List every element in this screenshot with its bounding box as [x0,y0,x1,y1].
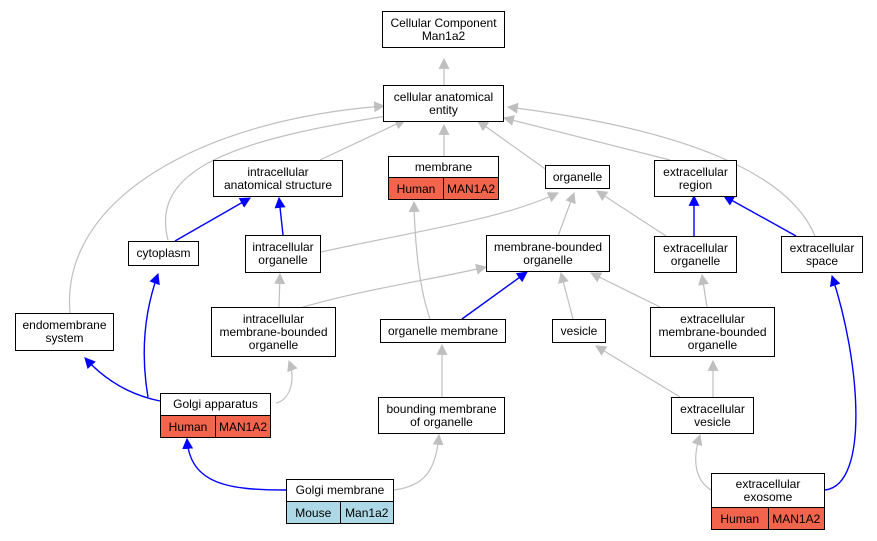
node-label: extracellular region [663,164,728,192]
edge-icorg-organelle [320,192,559,253]
node-label: intracellular anatomical structure [223,164,333,192]
annotation-tags: Mouse Man1a2 [287,501,393,523]
edge-embo-ecorg [698,273,709,308]
edge-golgimem-golgi [182,437,287,491]
node-label: endomembrane system [22,318,107,345]
node-label: extracellular organelle [663,240,728,268]
node-label: Golgi membrane [295,483,385,497]
edge-organelle-cae [477,120,549,172]
edge-vesicle-mbo [558,271,574,320]
node-extracellular-membrane-bounded-organelle[interactable]: extracellular membrane-bounded organelle [650,307,775,357]
node-label: extracellular exosome [735,476,801,504]
node-organelle-membrane[interactable]: organelle membrane [380,319,506,343]
node-golgi-membrane[interactable]: Golgi membrane Mouse Man1a2 [286,479,394,524]
node-membrane-bounded-organelle[interactable]: membrane-bounded organelle [486,235,610,272]
edge-exosome-ecves [691,433,712,491]
annotation-tags: Human MAN1A2 [712,507,824,529]
node-label: cellular anatomical entity [393,89,494,117]
node-label: organelle [552,169,603,184]
edge-ecspace-cae [506,102,816,237]
node-label: membrane [414,159,473,174]
node-bounding-membrane-of-organelle[interactable]: bounding membrane of organelle [378,397,505,434]
node-membrane[interactable]: membrane Human MAN1A2 [388,156,499,200]
node-cellular-anatomical-entity[interactable]: cellular anatomical entity [383,85,504,122]
node-label: intracellular organelle [252,240,314,267]
node-intracellular-anatomical-structure[interactable]: intracellular anatomical structure [213,160,343,197]
node-label: intracellular membrane-bounded organelle [219,311,328,352]
species-tag: Human [389,178,443,199]
node-label: Cellular Component Man1a2 [390,15,497,43]
node-label: extracellular membrane-bounded organelle [658,311,767,352]
edge-orgmem-membrane [408,200,431,320]
species-tag: Human [712,508,768,529]
edge-embo-mbo [590,272,661,308]
edge-golgi-endo [84,357,161,402]
edge-golgi-imbo [275,359,298,404]
node-intracellular-membrane-bounded-organelle[interactable]: intracellular membrane-bounded organelle [211,307,336,357]
node-label: extracellular space [789,240,855,268]
node-organelle[interactable]: organelle [545,165,610,189]
species-tag: Human [161,416,215,437]
node-extracellular-exosome[interactable]: extracellular exosome Human MAN1A2 [711,473,825,530]
species-tag: Mouse [287,502,340,523]
edge-orgmem-mbo [461,271,528,320]
edge-ecspace-ecregion [723,195,797,237]
node-label: vesicle [560,323,598,338]
node-label: cytoplasm [136,246,191,260]
gene-tag: MAN1A2 [767,508,824,529]
edge-exosome-ecspace [824,274,857,491]
node-cellular-component[interactable]: Cellular Component Man1a2 [382,11,505,48]
node-label: extracellular vesicle [680,401,745,429]
edge-mbo-organelle [557,191,576,237]
node-extracellular-organelle[interactable]: extracellular organelle [654,236,737,273]
edge-cytoplasm-cae [165,111,395,241]
node-intracellular-organelle[interactable]: intracellular organelle [245,235,321,273]
gene-tag: MAN1A2 [443,178,498,199]
node-label: Golgi apparatus [173,397,258,411]
edge-ias-cae [319,119,406,161]
node-extracellular-vesicle[interactable]: extracellular vesicle [671,397,754,434]
gene-tag: Man1a2 [339,502,393,523]
edge-imbo-icorg [274,272,286,308]
node-vesicle[interactable]: vesicle [552,319,606,343]
edge-ecorg-organelle [596,190,667,237]
gene-tag: MAN1A2 [215,416,270,437]
edge-icorg-ias [274,196,286,236]
edge-golgi-cytoplasm [143,272,160,398]
node-extracellular-space[interactable]: extracellular space [781,236,863,273]
annotation-tags: Human MAN1A2 [161,415,270,437]
node-golgi-apparatus[interactable]: Golgi apparatus Human MAN1A2 [160,393,271,438]
edge-imbo-mbo [299,263,488,309]
annotation-tags: Human MAN1A2 [389,177,498,199]
edge-endo-cae [68,101,386,314]
edge-ecves-vesicle [595,345,681,398]
node-extracellular-region[interactable]: extracellular region [654,160,737,197]
edge-cytoplasm-ias [174,197,251,242]
node-label: bounding membrane of organelle [386,401,497,429]
edge-golgimem-bmo [393,433,444,491]
node-label: membrane-bounded organelle [493,239,603,267]
edge-ecregion-cae [502,115,671,161]
node-label: organelle membrane [387,323,499,338]
node-cytoplasm[interactable]: cytoplasm [128,241,199,266]
node-endomembrane-system[interactable]: endomembrane system [15,313,114,351]
